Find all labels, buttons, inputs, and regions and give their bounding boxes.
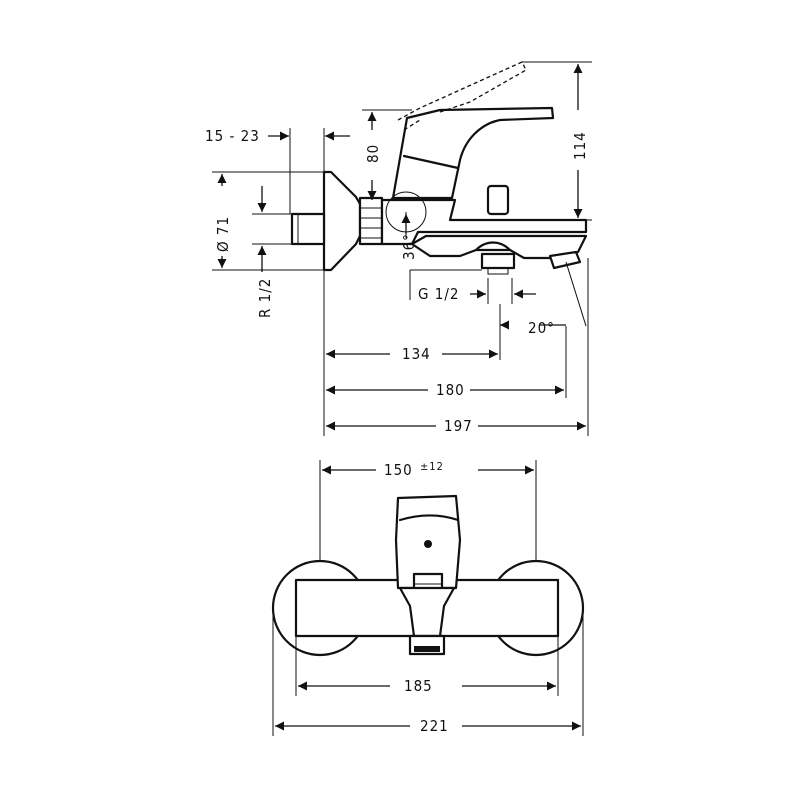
dim-centers-tolerance: ±12 (420, 460, 444, 473)
dim-length-180: 180 (436, 381, 465, 399)
spout (410, 234, 588, 260)
dim-connection-r: R 1/2 (256, 278, 274, 318)
dim-centers: 150 (384, 461, 413, 479)
handle-raised-outline (397, 61, 527, 121)
mixer-body (380, 198, 588, 246)
spout-aerator (548, 250, 582, 270)
dim-length-134: 134 (402, 345, 431, 363)
dim-angle-36: 36° (400, 233, 418, 260)
wall-connector (290, 212, 326, 246)
handle-indicator (424, 540, 432, 548)
wall-rosette (322, 170, 362, 272)
dim-height-114: 114 (571, 131, 589, 160)
diverter-knob (486, 184, 510, 216)
dim-width-221: 221 (420, 717, 449, 735)
dim-width-185: 185 (404, 677, 433, 695)
side-view: 15 - 23 80 114 Ø 71 R 1/2 36° (205, 61, 592, 436)
dim-diameter: Ø 71 (214, 216, 232, 252)
handle-lever (391, 106, 555, 200)
shower-outlet (480, 252, 516, 270)
dim-angle-20: 20° (528, 319, 555, 337)
dim-length-197: 197 (444, 417, 473, 435)
dim-height-80: 80 (364, 144, 382, 163)
dim-connection-g: G 1/2 (418, 285, 459, 303)
eccentric-nut (358, 196, 384, 246)
dim-wall-offset: 15 - 23 (205, 127, 260, 145)
front-view: 150 ±12 185 221 (271, 460, 585, 736)
